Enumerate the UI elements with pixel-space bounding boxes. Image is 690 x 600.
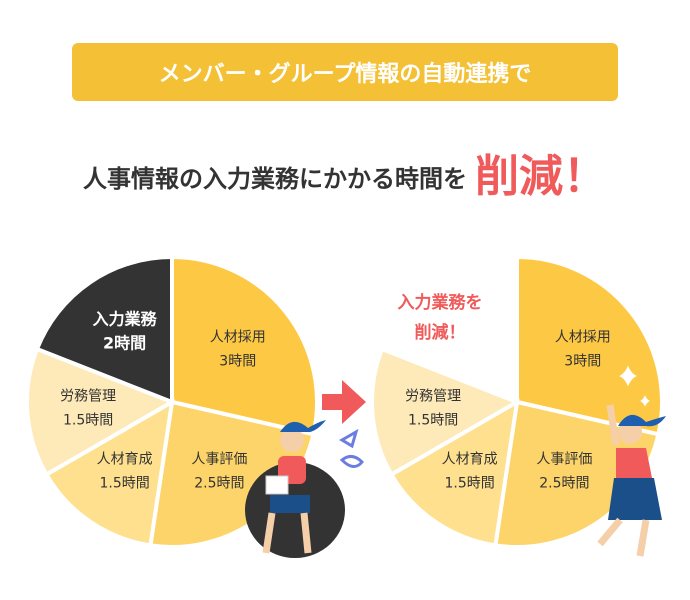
- slice-value-label: 2.5時間: [194, 475, 244, 491]
- sparkle-icon: [615, 361, 654, 411]
- reduction-callout: 入力業務を 削減！: [380, 288, 500, 348]
- pie-slice-2: [388, 398, 520, 548]
- slice-category-label: 人材育成: [442, 451, 498, 467]
- pie-slice-4: [34, 254, 174, 405]
- slice-value-label: 1.5時間: [99, 475, 149, 491]
- pie-slice-3: [370, 346, 522, 478]
- slice-category-label: 入力業務: [93, 310, 158, 329]
- slice-category-label: 人材育成: [97, 451, 153, 467]
- slice-category-label: 労務管理: [405, 388, 461, 404]
- slice-category-label: 人材採用: [555, 330, 611, 346]
- sweat-drops-icon: [339, 428, 365, 468]
- headline: 人事情報の入力業務にかかる時間を 削減！: [0, 140, 690, 204]
- headline-accent: 削減！: [475, 151, 607, 202]
- slice-value-label: 1.5時間: [408, 412, 458, 428]
- slice-value-label: 3時間: [219, 354, 256, 370]
- slice-value-label: 2時間: [103, 334, 146, 353]
- slice-value-label: 2.5時間: [539, 475, 589, 491]
- pie-slice-2: [43, 398, 175, 548]
- headline-main: 人事情報の入力業務にかかる時間を: [83, 165, 467, 193]
- person-cheering-illustration: [597, 404, 666, 557]
- slice-category-label: 人材採用: [210, 330, 266, 346]
- slice-category-label: 人事評価: [536, 451, 592, 467]
- callout-line-1: 入力業務を: [397, 293, 483, 313]
- pie-slice-4: [379, 254, 519, 405]
- pie-slice-0: [170, 254, 319, 437]
- arrow-right-icon: [322, 380, 366, 424]
- slice-category-label: 労務管理: [60, 388, 116, 404]
- callout-line-2: 削減！: [414, 323, 466, 343]
- pie-slice-0: [515, 254, 664, 437]
- slice-value-label: 3時間: [564, 354, 601, 370]
- slice-value-label: 1.5時間: [63, 412, 113, 428]
- slice-value-label: 1.5時間: [444, 475, 494, 491]
- person-working-illustration: [245, 420, 345, 558]
- title-banner: メンバー・グループ情報の自動連携で: [72, 43, 618, 101]
- slice-category-label: 人事評価: [191, 451, 247, 467]
- banner-text: メンバー・グループ情報の自動連携で: [158, 62, 532, 87]
- pie-slice-3: [25, 346, 177, 478]
